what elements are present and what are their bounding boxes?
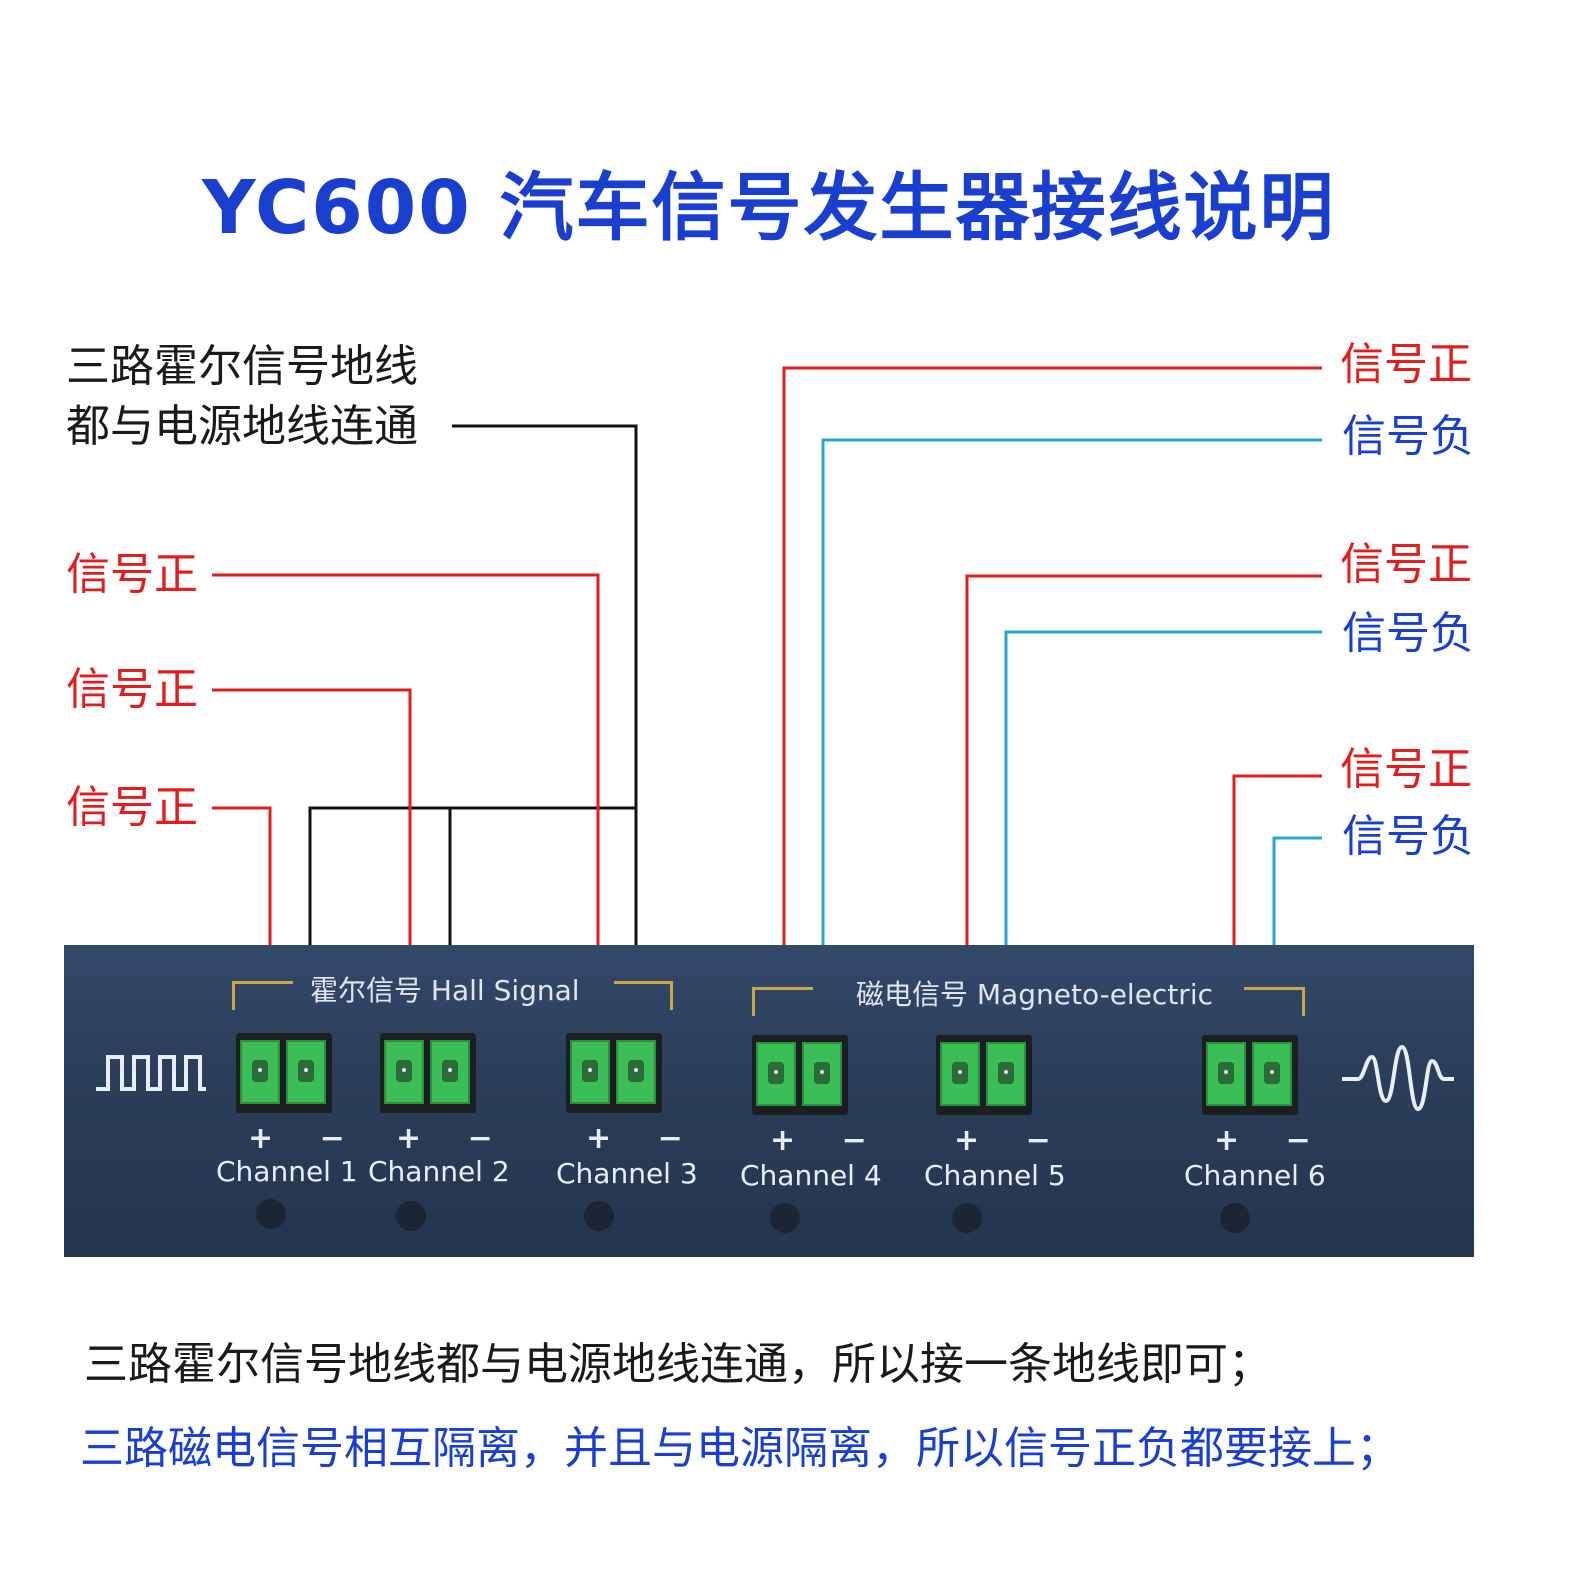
terminal-channel-5[interactable] xyxy=(936,1035,1032,1115)
hall-caption: 霍尔信号 Hall Signal xyxy=(310,974,580,1007)
wire-ch4-positive xyxy=(782,366,1322,1060)
square-wave-icon xyxy=(96,1055,206,1091)
terminal-channel-4[interactable] xyxy=(752,1035,848,1115)
channel-2-label: Channel 2 xyxy=(368,1155,510,1188)
channel-2-led xyxy=(396,1201,426,1231)
ground-note-line-2: 都与电源地线连通 xyxy=(66,401,418,452)
device-front-panel: 霍尔信号 Hall Signal 磁电信号 Magneto-electric +… xyxy=(64,945,1474,1257)
polarity-ch3: + − xyxy=(586,1121,701,1156)
pin-minus[interactable] xyxy=(286,1040,326,1104)
channel-4-label: Channel 4 xyxy=(740,1159,882,1192)
magneto-bracket-right xyxy=(1244,987,1305,1016)
channel-6-led xyxy=(1220,1203,1250,1233)
hall-bracket-left xyxy=(232,981,293,1010)
sine-wave-icon xyxy=(1342,1044,1454,1112)
channel-4-led xyxy=(770,1203,800,1233)
label-ch2-positive: 信号正 xyxy=(66,664,198,715)
pin-minus[interactable] xyxy=(802,1042,842,1106)
label-ch6-positive: 信号正 xyxy=(1340,744,1472,795)
magneto-bracket-left xyxy=(752,987,813,1016)
channel-6-label: Channel 6 xyxy=(1184,1159,1326,1192)
label-ch6-negative: 信号负 xyxy=(1342,811,1474,862)
page-title: YC600 汽车信号发生器接线说明 xyxy=(202,165,1336,251)
label-ch4-negative: 信号负 xyxy=(1342,411,1474,462)
label-ch5-positive: 信号正 xyxy=(1340,539,1472,590)
wire-ch4-negative xyxy=(821,438,1322,1060)
channel-5-led xyxy=(952,1203,982,1233)
wire-ch5-negative xyxy=(1004,630,1322,1060)
polarity-ch4: + − xyxy=(770,1123,885,1158)
ground-wire xyxy=(452,424,638,1060)
pin-minus[interactable] xyxy=(430,1040,470,1104)
pin-minus[interactable] xyxy=(616,1040,656,1104)
terminal-channel-3[interactable] xyxy=(566,1033,662,1113)
polarity-ch1: + − xyxy=(248,1121,363,1156)
channel-1-label: Channel 1 xyxy=(216,1155,358,1188)
polarity-ch5: + − xyxy=(954,1123,1069,1158)
label-ch5-negative: 信号负 xyxy=(1342,608,1474,659)
magneto-caption: 磁电信号 Magneto-electric xyxy=(856,978,1213,1011)
pin-minus[interactable] xyxy=(1252,1042,1292,1106)
wire-ch2-positive xyxy=(212,688,412,1060)
label-ch3-positive: 信号正 xyxy=(66,549,198,600)
terminal-channel-6[interactable] xyxy=(1202,1035,1298,1115)
label-ch4-positive: 信号正 xyxy=(1340,339,1472,390)
pin-plus[interactable] xyxy=(240,1040,280,1104)
polarity-ch2: + − xyxy=(396,1121,511,1156)
ground-note-line-1: 三路霍尔信号地线 xyxy=(66,341,418,392)
channel-1-led xyxy=(256,1199,286,1229)
note-hall-ground: 三路霍尔信号地线都与电源地线连通，所以接一条地线即可； xyxy=(84,1339,1272,1390)
note-magneto-isolation: 三路磁电信号相互隔离，并且与电源隔离，所以信号正负都要接上； xyxy=(80,1423,1400,1474)
wire-ch5-positive xyxy=(965,574,1322,1060)
channel-5-label: Channel 5 xyxy=(924,1159,1066,1192)
channel-3-led xyxy=(584,1201,614,1231)
pin-minus[interactable] xyxy=(986,1042,1026,1106)
polarity-ch6: + − xyxy=(1214,1123,1329,1158)
pin-plus[interactable] xyxy=(384,1040,424,1104)
pin-plus[interactable] xyxy=(570,1040,610,1104)
terminal-channel-2[interactable] xyxy=(380,1033,476,1113)
terminal-channel-1[interactable] xyxy=(236,1033,332,1113)
hall-bracket-right xyxy=(614,981,673,1010)
label-ch1-positive: 信号正 xyxy=(66,782,198,833)
channel-3-label: Channel 3 xyxy=(556,1157,698,1190)
pin-plus[interactable] xyxy=(756,1042,796,1106)
pin-plus[interactable] xyxy=(1206,1042,1246,1106)
pin-plus[interactable] xyxy=(940,1042,980,1106)
wire-ch3-positive xyxy=(212,573,600,1060)
